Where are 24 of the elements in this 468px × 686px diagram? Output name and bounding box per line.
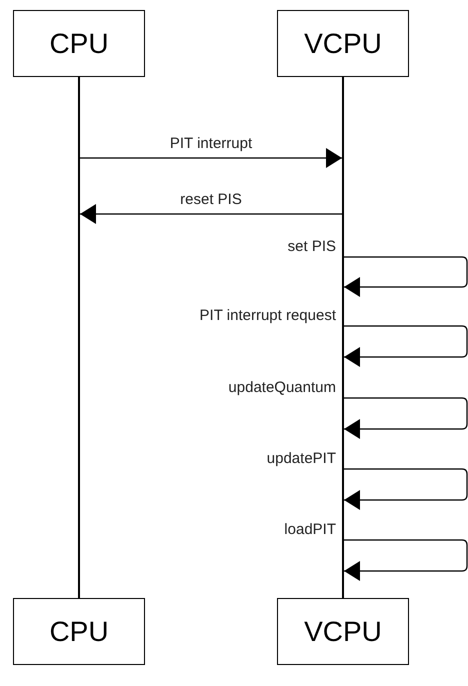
participant-box (13, 10, 145, 77)
message-label: set PIS (288, 238, 336, 256)
message-arrow (344, 325, 468, 367)
message-label: updateQuantum (228, 379, 336, 397)
lifeline (342, 77, 344, 598)
message-label: loadPIT (284, 521, 336, 539)
participant-box (277, 598, 409, 665)
participant-box (277, 10, 409, 77)
message-arrow (344, 539, 468, 581)
message-label: reset PIS (180, 191, 242, 209)
participant-name: VCPU (304, 28, 382, 60)
participant-name: CPU (49, 28, 109, 60)
message-arrow (80, 204, 342, 224)
message-label: PIT interrupt (170, 135, 252, 153)
message-arrow (344, 468, 468, 510)
message-label: PIT interrupt request (200, 307, 336, 325)
message-arrow (80, 148, 342, 168)
participant-box (13, 598, 145, 665)
participant-name: VCPU (304, 616, 382, 648)
participant-name: CPU (49, 616, 109, 648)
message-label: updatePIT (266, 450, 336, 468)
message-arrow (344, 397, 468, 439)
message-arrow (344, 256, 468, 297)
lifeline (78, 77, 80, 598)
